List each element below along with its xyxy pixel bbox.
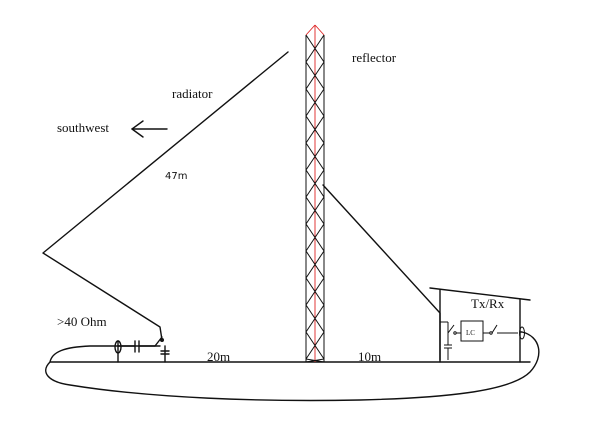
impedance-label: >40 Ohm: [57, 314, 107, 329]
length-label: 47m: [165, 171, 187, 182]
tower-lattice-strut: [305, 196, 325, 225]
arrow-left-icon: [131, 120, 168, 138]
coax-choke-icon: [114, 340, 122, 363]
tower-lattice-strut: [305, 61, 325, 90]
tower-lattice-strut: [305, 34, 325, 63]
shack-circuit: [440, 320, 525, 360]
southwest-label: southwest: [57, 120, 109, 135]
tower-lattice-strut: [305, 250, 325, 279]
ground-outline: [45, 331, 540, 402]
tower-lattice-strut: [305, 115, 325, 144]
tower: [305, 24, 325, 363]
radiator-wire: [42, 51, 289, 341]
distance-20m-label: 20m: [207, 349, 230, 364]
ground-top-left: [49, 345, 161, 363]
lc-box: [460, 320, 484, 342]
tower-lattice-strut: [305, 358, 325, 363]
tower-lattice-strut: [305, 277, 325, 306]
tower-lattice-strut: [305, 331, 325, 360]
txrx-label: Tx/Rx: [471, 296, 505, 311]
reflector-wire: [322, 184, 441, 361]
tower-lattice-strut: [305, 223, 325, 252]
radiator-label: radiator: [172, 86, 213, 101]
tower-lattice-strut: [305, 304, 325, 333]
distance-10m-label: 10m: [358, 349, 381, 364]
reflector-label: reflector: [352, 50, 397, 65]
tower-lattice-strut: [305, 142, 325, 171]
switch-icon: [154, 336, 170, 363]
tower-lattice-strut: [305, 169, 325, 198]
capacitor-icon: [117, 340, 156, 353]
tower-lattice-strut: [305, 88, 325, 117]
lc-label: LC: [466, 329, 475, 337]
